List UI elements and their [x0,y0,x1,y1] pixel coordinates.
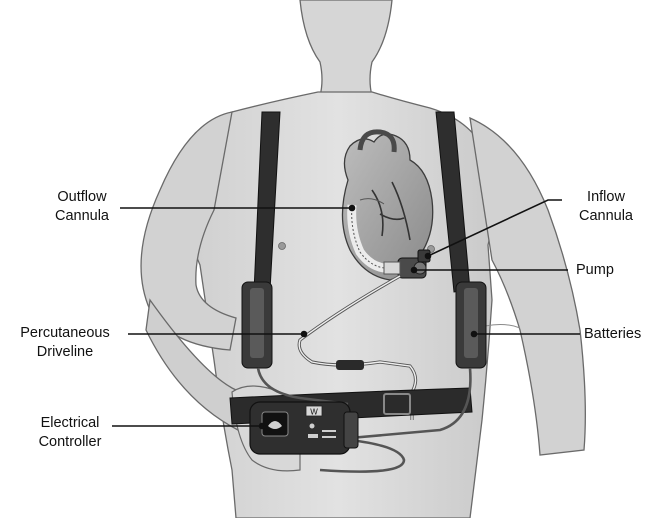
label-batteries-text: Batteries [584,325,641,344]
label-batteries: Batteries [584,325,641,344]
label-outflow-line-1: Outflow [38,188,126,207]
label-inflow-cannula: Inflow Cannula [566,188,646,226]
electrical-controller: W [250,402,358,454]
label-percutaneous-driveline: Percutaneous Driveline [6,324,124,362]
label-pump-text: Pump [576,261,614,280]
label-driveline-line-2: Driveline [6,343,124,362]
label-electrical-controller: Electrical Controller [26,414,114,452]
label-inflow-line-1: Inflow [566,188,646,207]
controller-button-letter: W [310,408,318,417]
label-controller-line-2: Controller [26,433,114,452]
label-driveline-line-1: Percutaneous [6,324,124,343]
label-outflow-line-2: Cannula [38,207,126,226]
label-outflow-cannula: Outflow Cannula [38,188,126,226]
label-pump: Pump [576,261,614,280]
head-neck [300,0,392,96]
label-inflow-line-2: Cannula [566,207,646,226]
label-controller-line-1: Electrical [26,414,114,433]
